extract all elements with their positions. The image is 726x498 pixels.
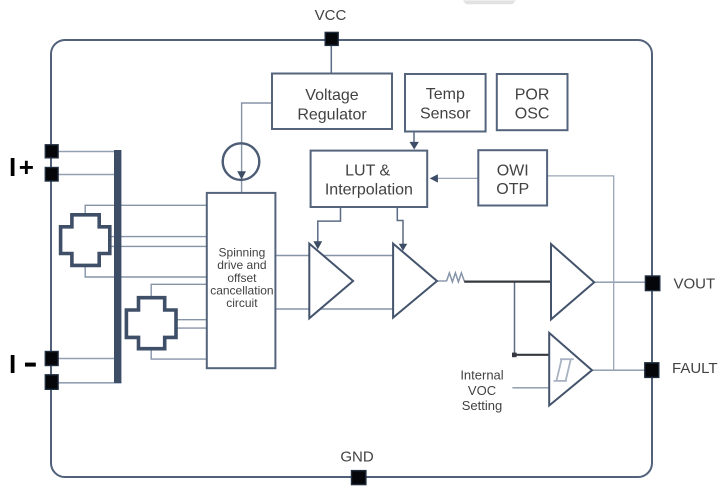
svg-text:LUT &: LUT & xyxy=(345,163,390,180)
svg-text:drive and: drive and xyxy=(217,258,266,272)
svg-text:offset: offset xyxy=(227,271,257,285)
svg-text:OSC: OSC xyxy=(515,105,550,122)
svg-text:OTP: OTP xyxy=(496,181,529,198)
svg-text:VCC: VCC xyxy=(315,7,347,24)
svg-text:circuit: circuit xyxy=(226,296,258,310)
svg-text:Sensor: Sensor xyxy=(420,105,471,122)
svg-text:I+: I+ xyxy=(9,152,36,182)
svg-text:cancellation: cancellation xyxy=(210,284,273,298)
svg-text:POR: POR xyxy=(515,87,550,104)
svg-text:Setting: Setting xyxy=(462,398,502,413)
svg-text:VOC: VOC xyxy=(468,383,496,398)
svg-text:I: I xyxy=(9,349,19,379)
svg-text:Regulator: Regulator xyxy=(297,106,367,123)
svg-text:Interpolation: Interpolation xyxy=(325,182,413,199)
svg-text:GND: GND xyxy=(340,449,374,466)
svg-text:FAULT: FAULT xyxy=(672,360,718,377)
svg-text:Internal: Internal xyxy=(460,368,503,383)
svg-text:Temp: Temp xyxy=(426,86,465,103)
svg-text:OWI: OWI xyxy=(497,162,529,179)
svg-text:Voltage: Voltage xyxy=(305,87,358,104)
svg-text:VOUT: VOUT xyxy=(674,275,716,292)
svg-text:Spinning: Spinning xyxy=(219,245,266,259)
